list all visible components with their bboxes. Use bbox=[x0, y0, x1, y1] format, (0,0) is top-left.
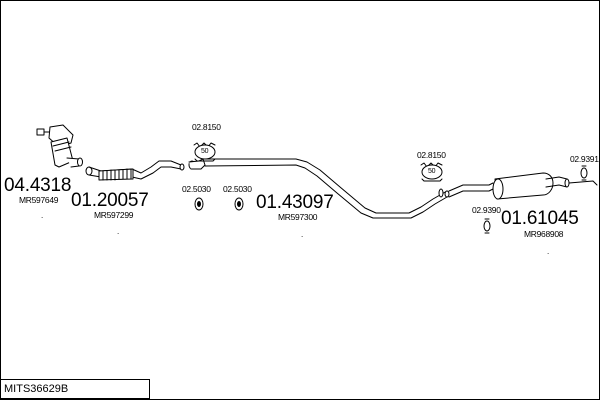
part-reference: MR968908 bbox=[524, 229, 564, 239]
rear-silencer-icon bbox=[438, 172, 598, 200]
part-number: 01.61045 bbox=[501, 208, 579, 229]
marker-dot: . bbox=[41, 211, 44, 220]
front-pipe-icon bbox=[85, 160, 185, 181]
marker-dot: . bbox=[117, 227, 120, 236]
rubber-mount-icon bbox=[194, 197, 204, 211]
rubber-mount-icon bbox=[483, 218, 491, 234]
catalytic-converter-icon bbox=[36, 124, 83, 168]
part-reference: MR597649 bbox=[19, 195, 59, 205]
rubber-mount-icon bbox=[580, 165, 588, 181]
marker-dot: . bbox=[301, 230, 304, 239]
clamp-size-label: 50 bbox=[428, 168, 436, 175]
marker-dot: . bbox=[547, 247, 550, 256]
clamp-icon bbox=[193, 142, 216, 162]
rubber-mount-icon bbox=[234, 197, 244, 211]
accessory-number: 02.5030 bbox=[182, 184, 211, 194]
model-code: MITS36629B bbox=[4, 383, 69, 395]
part-reference: MR597299 bbox=[94, 210, 134, 220]
accessory-number: 02.9390 bbox=[472, 205, 501, 215]
accessory-number: 02.8150 bbox=[192, 122, 221, 132]
clamp-size-label: 50 bbox=[201, 148, 209, 155]
part-number: 04.4318 bbox=[4, 175, 72, 196]
accessory-number: 02.9391 bbox=[570, 154, 599, 164]
part-number: 01.43097 bbox=[256, 192, 334, 213]
accessory-number: 02.8150 bbox=[417, 150, 446, 160]
exhaust-drawing bbox=[36, 124, 598, 234]
accessory-number: 02.5030 bbox=[223, 184, 252, 194]
part-reference: MR597300 bbox=[278, 212, 318, 222]
model-code-box: MITS36629B bbox=[1, 379, 150, 399]
clamp-icon bbox=[420, 162, 443, 182]
part-number: 01.20057 bbox=[71, 190, 149, 211]
